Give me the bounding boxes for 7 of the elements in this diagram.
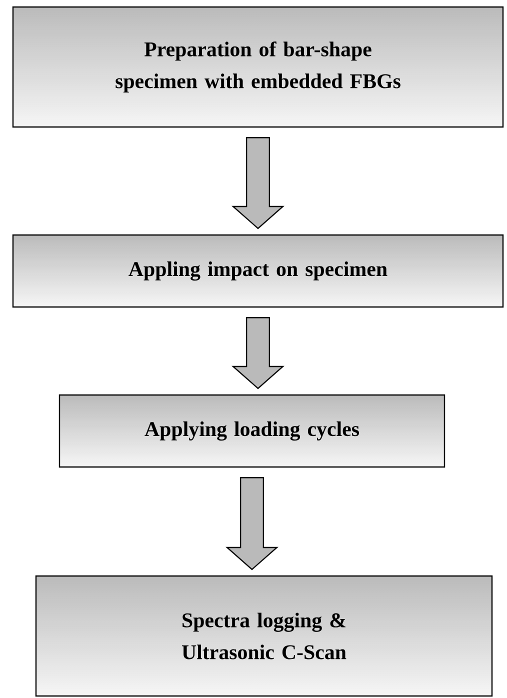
process-box: Preparation of bar-shape specimen with embedded FBGs xyxy=(12,6,504,128)
block-arrow xyxy=(232,317,284,390)
process-box: Spectra logging & Ultrasonic C-Scan xyxy=(35,575,493,697)
process-box: Appling impact on specimen xyxy=(12,234,504,308)
process-box: Applying loading cycles xyxy=(58,394,446,468)
block-arrow xyxy=(226,477,278,570)
block-arrow xyxy=(232,137,284,230)
